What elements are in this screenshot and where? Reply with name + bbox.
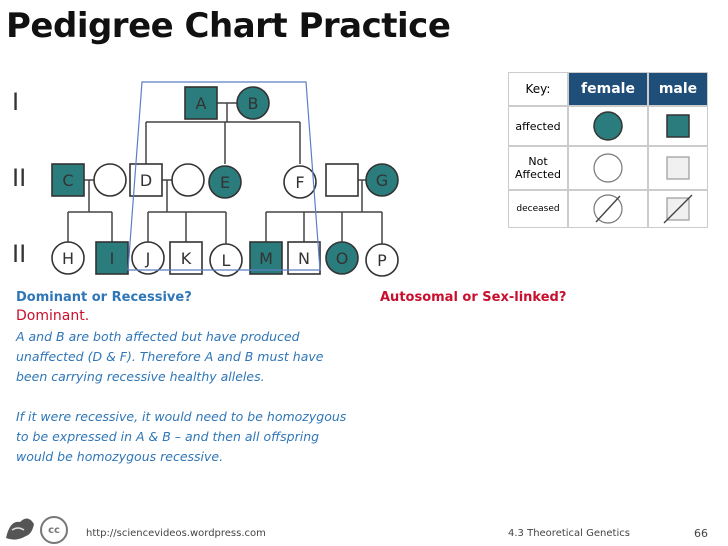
individual-label: L	[222, 251, 231, 270]
male-individual-i	[95, 241, 129, 275]
unaffected-female-icon	[593, 153, 623, 183]
individual-label: G	[376, 171, 388, 190]
individual-label: O	[336, 249, 349, 268]
male-individual-n	[287, 241, 321, 275]
key-header-female: female	[568, 72, 648, 106]
individual-label: J	[145, 249, 151, 268]
generation-label: II	[12, 240, 26, 268]
key-male-symbol	[648, 106, 708, 146]
male-individual-m	[249, 241, 283, 275]
individual-label: D	[140, 171, 152, 190]
key-row-label: Not Affected	[508, 146, 568, 190]
generation-label: II	[12, 164, 26, 192]
male-individual-unnamed	[325, 163, 359, 197]
question-1-heading: Dominant or Recessive?	[16, 290, 192, 305]
question-2-heading: Autosomal or Sex-linked?	[380, 290, 567, 305]
individual-label: E	[220, 173, 230, 192]
creative-commons-icon: cc	[40, 516, 68, 544]
female-individual-p	[365, 243, 399, 277]
male-individual-c	[51, 163, 85, 197]
female-individual-f	[283, 165, 317, 199]
individual-label: A	[196, 94, 207, 113]
unaffected-male-icon	[666, 156, 690, 180]
female-individual-unnamed	[171, 163, 205, 197]
key-female-symbol	[568, 106, 648, 146]
question-1-answer: Dominant.	[16, 308, 90, 324]
highlight-box	[127, 81, 321, 271]
page-title: Pedigree Chart Practice	[6, 6, 451, 46]
individual-label: B	[248, 94, 259, 113]
female-individual-h	[51, 241, 85, 275]
female-individual-j	[131, 241, 165, 275]
male-individual-a	[184, 86, 218, 120]
female-individual-unnamed	[93, 163, 127, 197]
key-header-male: male	[648, 72, 708, 106]
question-1-explanation-2: If it were recessive, it would need to b…	[16, 409, 347, 464]
science-video-logo-icon	[6, 518, 34, 540]
key-male-symbol	[648, 190, 708, 228]
female-individual-l	[209, 243, 243, 277]
female-individual-g	[365, 163, 399, 197]
female-individual-e	[208, 165, 242, 199]
question-1-explanation-1: A and B are both affected but have produ…	[16, 329, 324, 384]
individual-label: P	[377, 251, 387, 270]
key-female-symbol	[568, 146, 648, 190]
individual-label: N	[298, 249, 310, 268]
key-male-symbol	[648, 146, 708, 190]
individual-label: C	[62, 171, 73, 190]
pedigree-nodes: A B C D E F G H I J K L M N O P	[51, 86, 399, 277]
footer-course: 4.3 Theoretical Genetics	[508, 528, 630, 539]
affected-female-icon	[593, 111, 623, 141]
individual-label: K	[181, 249, 192, 268]
footer-page-number: 66	[694, 527, 708, 540]
key-row-label: affected	[508, 106, 568, 146]
generation-label: I	[12, 88, 19, 116]
male-individual-k	[169, 241, 203, 275]
female-individual-b	[236, 86, 270, 120]
individual-label: M	[259, 249, 273, 268]
female-individual-o	[325, 241, 359, 275]
pedigree-lines	[67, 102, 383, 244]
affected-male-icon	[666, 114, 690, 138]
individual-label: F	[295, 173, 304, 192]
individual-label: H	[62, 249, 74, 268]
footer-url[interactable]: http://sciencevideos.wordpress.com	[86, 528, 266, 539]
key-female-symbol	[568, 190, 648, 228]
key-title: Key:	[508, 72, 568, 106]
key-row-label: deceased	[508, 190, 568, 228]
individual-label: I	[110, 249, 115, 268]
question-1-block: Dominant or Recessive? Dominant. A and B…	[16, 290, 356, 467]
